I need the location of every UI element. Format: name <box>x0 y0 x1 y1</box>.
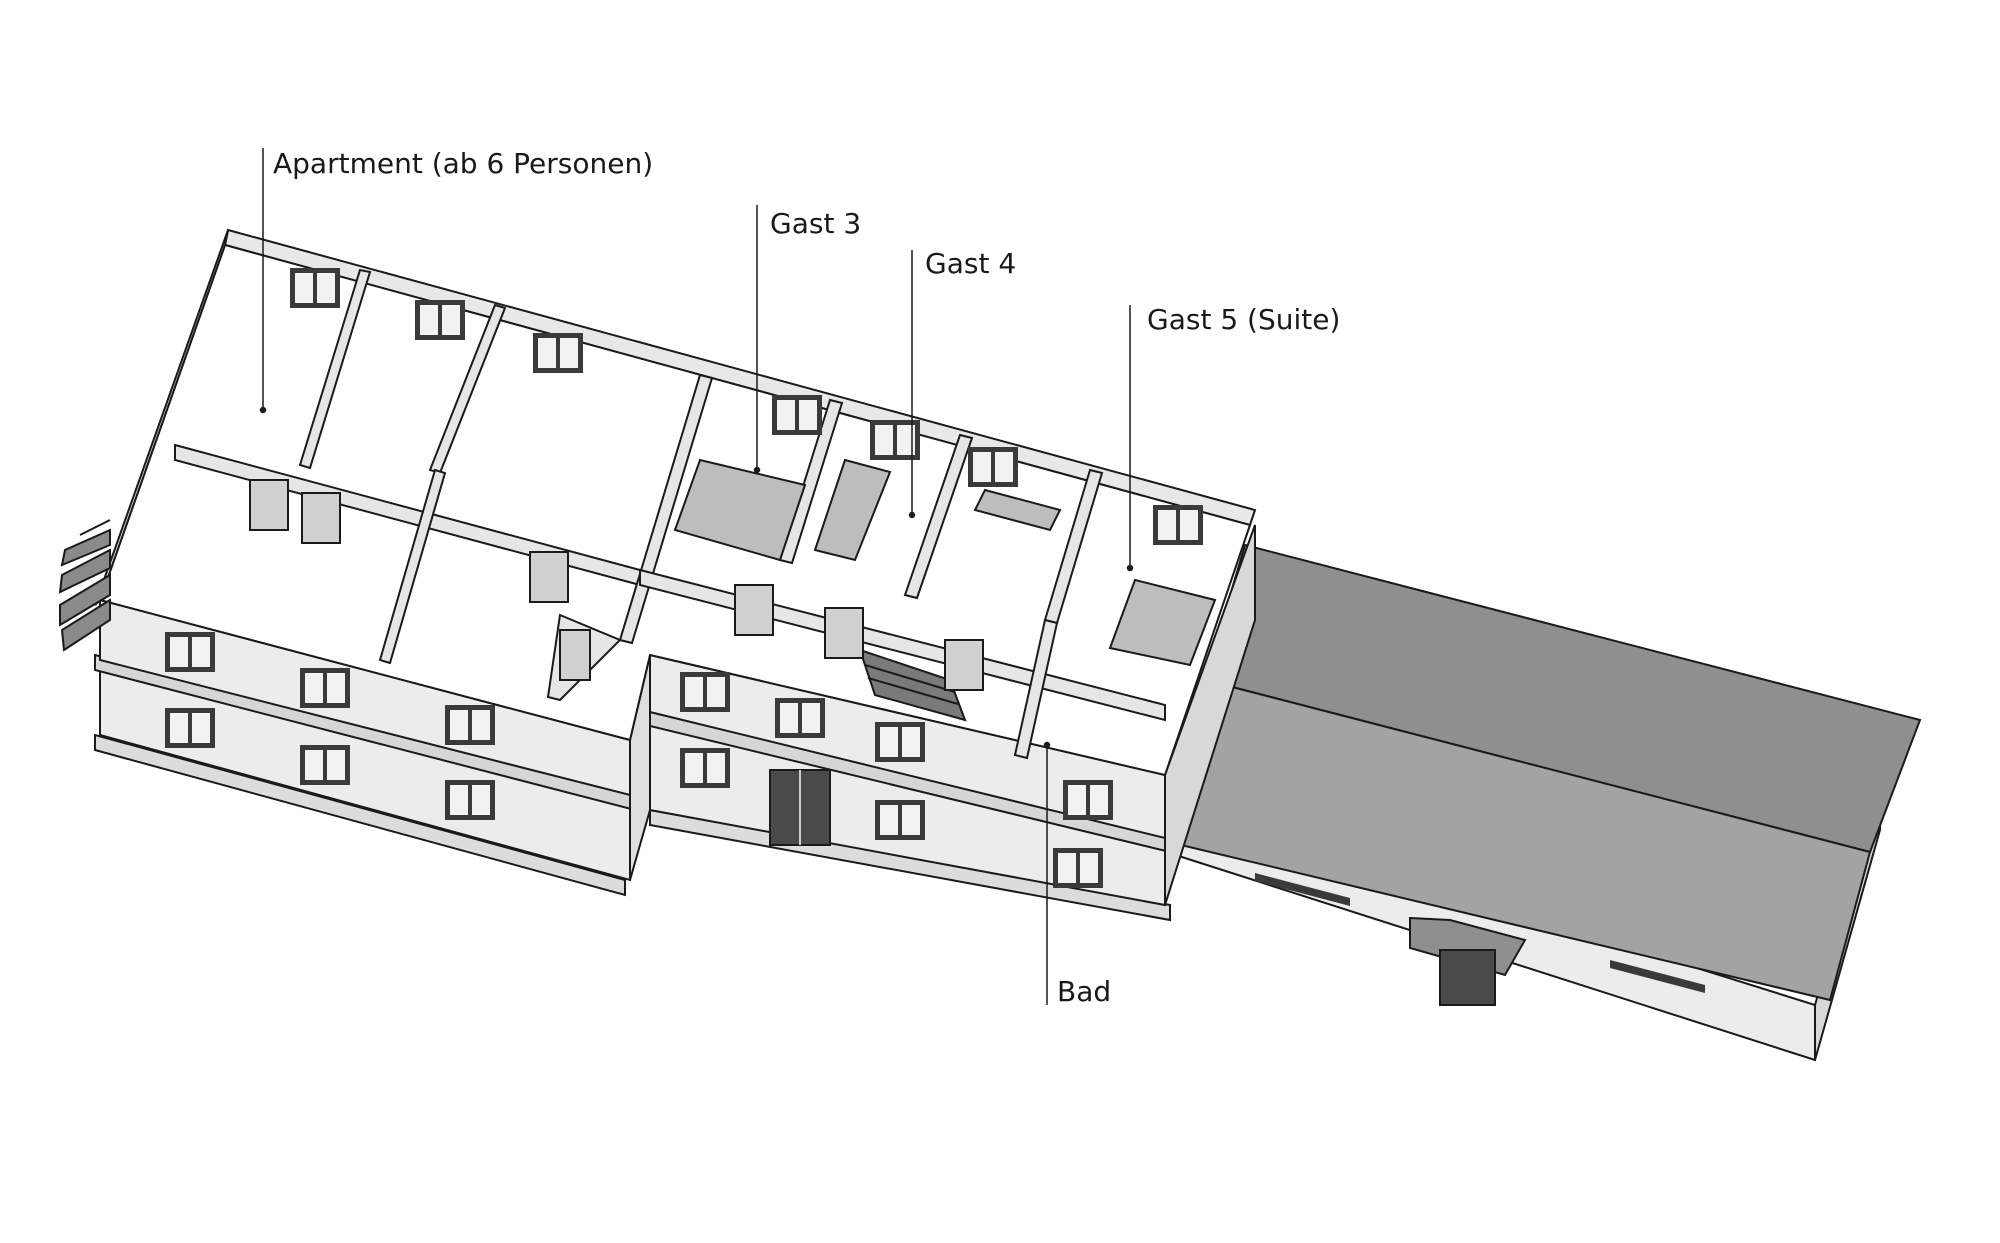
leader-lines <box>259 148 1134 1005</box>
bed-gast5 <box>1108 578 1217 667</box>
annex-building <box>1158 543 1922 1062</box>
annex-window-left <box>1255 873 1350 906</box>
entrance-canopy <box>1409 916 1527 977</box>
annex-window-right <box>1610 960 1705 993</box>
label-bad: Bad <box>1057 975 1112 1008</box>
label-apartment: Apartment (ab 6 Personen) <box>273 147 654 180</box>
staircase <box>858 648 967 722</box>
label-gast5: Gast 5 (Suite) <box>1147 303 1341 336</box>
interior-doors <box>249 479 984 691</box>
label-gast4: Gast 4 <box>925 247 1017 280</box>
table-gast4 <box>973 488 1062 532</box>
main-entrance-door <box>769 769 831 846</box>
plinth-left <box>94 733 626 897</box>
bed-gast3 <box>673 458 807 562</box>
bed-gast4 <box>813 458 892 562</box>
main-building <box>58 228 1257 922</box>
entrance-door <box>1439 949 1496 1006</box>
label-gast3: Gast 3 <box>770 207 862 240</box>
spiral-staircase <box>58 519 111 652</box>
end-wall-right <box>1164 524 1256 906</box>
furniture <box>673 458 1217 667</box>
